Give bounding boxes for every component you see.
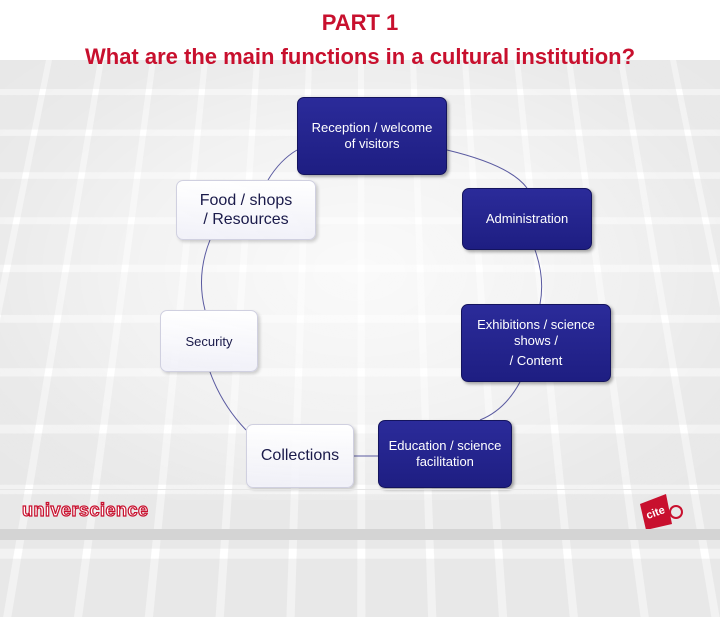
node-administration-label: Administration	[486, 211, 568, 227]
connector-reception-admin	[447, 150, 527, 188]
connector-admin-exhibitions	[535, 250, 542, 304]
connector-exhibitions-education	[480, 382, 520, 420]
cite-logo: cite	[636, 490, 684, 532]
node-education: Education / science facilitation	[378, 420, 512, 488]
node-exhibitions-line-1: Exhibitions / science	[477, 317, 595, 333]
node-collections: Collections	[246, 424, 354, 488]
footer-divider	[0, 489, 720, 490]
node-reception-line-1: Reception / welcome	[312, 120, 433, 136]
node-reception-line-2: of visitors	[345, 136, 400, 152]
cycle-connectors	[0, 0, 720, 540]
node-food-line-1: Food / shops	[200, 191, 293, 210]
node-collections-label: Collections	[261, 447, 339, 465]
node-security-label: Security	[186, 334, 233, 349]
node-education-line-1: Education / science	[389, 438, 502, 454]
connector-security-food	[201, 240, 210, 310]
node-exhibitions-line-3: / Content	[510, 353, 563, 369]
node-education-line-2: facilitation	[416, 454, 474, 470]
node-security: Security	[160, 310, 258, 372]
connector-food-reception	[268, 150, 297, 180]
node-exhibitions: Exhibitions / science shows / / Content	[461, 304, 611, 382]
node-food-line-2: / Resources	[203, 210, 288, 229]
universcience-logo: universcience	[22, 500, 149, 521]
node-food-shops: Food / shops / Resources	[176, 180, 316, 240]
connector-collections-security	[210, 372, 246, 430]
node-exhibitions-line-2: shows /	[514, 333, 558, 349]
node-reception: Reception / welcome of visitors	[297, 97, 447, 175]
footer-bar	[0, 529, 720, 540]
node-administration: Administration	[462, 188, 592, 250]
